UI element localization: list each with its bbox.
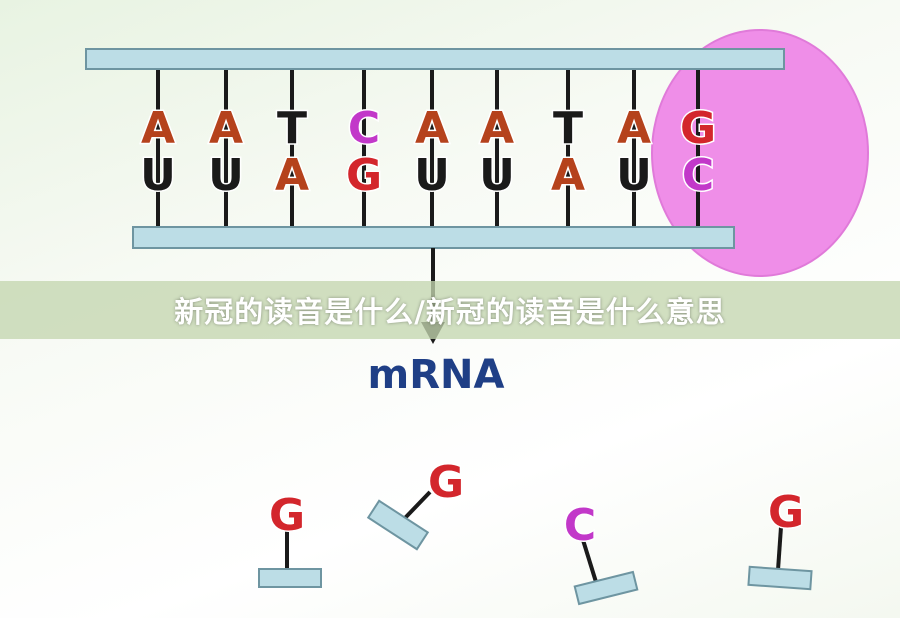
- mrna-label: mRNA: [368, 352, 505, 398]
- top-nucleotide: A: [415, 103, 449, 154]
- nucleotide-base: [573, 570, 639, 606]
- base-pair-lines: [156, 69, 700, 227]
- caption-title: 新冠的读音是什么/新冠的读音是什么意思: [174, 295, 726, 329]
- bottom-nucleotide: U: [140, 150, 176, 201]
- bottom-nucleotide: U: [208, 150, 244, 201]
- free-nucleotide: C: [562, 499, 639, 606]
- top-nucleotide: T: [277, 103, 307, 154]
- bottom-nucleotide: U: [616, 150, 652, 201]
- top-nucleotide: A: [141, 103, 175, 154]
- free-nucleotide-letter: G: [428, 457, 464, 508]
- free-nucleotide-letter: G: [269, 490, 305, 541]
- top-nucleotide: T: [553, 103, 583, 154]
- nucleotide-stick: [403, 490, 432, 520]
- bottom-nucleotide: U: [479, 150, 515, 201]
- mrna-strand-bar: [132, 226, 735, 249]
- top-nucleotide: A: [480, 103, 514, 154]
- bottom-nucleotide: A: [275, 150, 309, 201]
- dna-strand-bar: [85, 48, 785, 70]
- top-nucleotide: C: [348, 103, 380, 154]
- caption-band: 新冠的读音是什么/新冠的读音是什么意思: [0, 281, 900, 339]
- bottom-nucleotide: C: [682, 150, 714, 201]
- nucleotide-stick: [581, 539, 598, 583]
- top-nucleotide: G: [680, 103, 716, 154]
- bottom-nucleotide: G: [346, 150, 382, 201]
- free-nucleotide-letter: G: [768, 487, 804, 538]
- nucleotide-base: [366, 499, 430, 551]
- free-nucleotide: G: [747, 486, 813, 591]
- free-nucleotide-letter: C: [564, 500, 596, 551]
- free-nucleotide: G: [366, 456, 466, 551]
- top-nucleotide: A: [617, 103, 651, 154]
- top-nucleotide: A: [209, 103, 243, 154]
- ribosome-blob: [651, 29, 869, 277]
- nucleotide-stick: [776, 526, 783, 571]
- nucleotide-base: [747, 565, 813, 591]
- nucleotide-base: [258, 568, 322, 588]
- free-nucleotide: G: [258, 489, 322, 588]
- bottom-nucleotide: A: [551, 150, 585, 201]
- bottom-nucleotide: U: [414, 150, 450, 201]
